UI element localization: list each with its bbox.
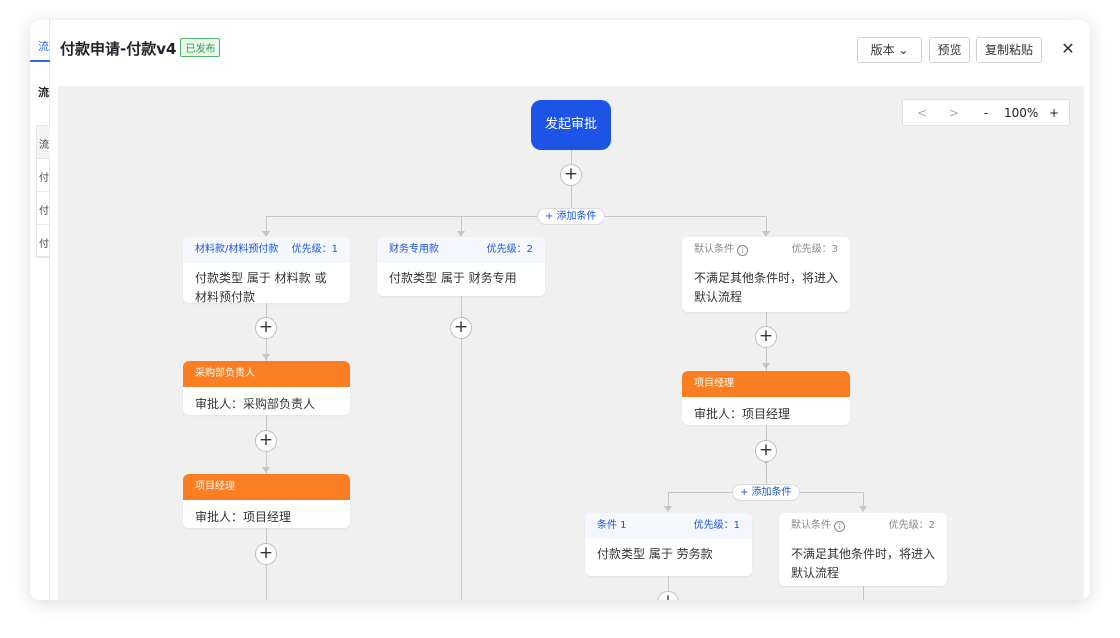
flow-canvas[interactable]: < > - 100% +: [58, 86, 1084, 600]
connector-line: [863, 586, 864, 600]
zoom-in-button[interactable]: +: [1049, 106, 1060, 120]
add-node-button[interactable]: +: [755, 440, 777, 462]
approver-card[interactable]: 项目经理 审批人：项目经理: [183, 474, 350, 528]
connector-line: [266, 216, 267, 231]
condition-card[interactable]: 条件 1 优先级：1 付款类型 属于 劳务款: [585, 513, 752, 576]
approver-title: 项目经理: [183, 474, 350, 500]
arrow-icon: [262, 354, 270, 360]
connector-line: [266, 216, 766, 217]
preview-button[interactable]: 预览: [929, 37, 970, 63]
arrow-icon: [262, 231, 270, 237]
condition-title: 条件 1: [597, 520, 627, 531]
connector-line: [766, 216, 767, 231]
priority-label: 优先级：2: [486, 244, 533, 255]
approver-title: 项目经理: [682, 371, 850, 397]
add-node-button[interactable]: +: [755, 326, 777, 348]
condition-header: 默认条件 i 优先级：2: [779, 513, 947, 539]
condition-text: 付款类型 属于 财务专用: [389, 271, 517, 285]
approver-title: 采购部负责人: [183, 361, 350, 387]
connector-line: [863, 492, 864, 506]
arrow-icon: [262, 467, 270, 473]
add-node-button[interactable]: +: [255, 543, 277, 565]
version-dropdown[interactable]: 版本 ⌄: [857, 37, 922, 63]
condition-card[interactable]: 材料款/材料预付款 优先级：1 付款类型 属于 材料款 或 材料预付款: [183, 237, 350, 303]
arrow-icon: [762, 231, 770, 237]
add-node-button[interactable]: +: [657, 591, 679, 600]
condition-card[interactable]: 财务专用款 优先级：2 付款类型 属于 财务专用: [377, 237, 545, 296]
zoom-level: 100%: [1004, 106, 1039, 120]
approver-text: 审批人：项目经理: [195, 510, 292, 524]
condition-text: 付款类型 属于 材料款 或 材料预付款: [195, 271, 327, 303]
condition-text: 付款类型 属于 劳务款: [597, 547, 713, 561]
zoom-out-button[interactable]: -: [984, 106, 989, 120]
table-row[interactable]: 付: [37, 159, 50, 192]
dialog-title-text: 付款申请-付款v4: [60, 40, 177, 58]
table-row[interactable]: 付: [37, 225, 50, 258]
priority-label: 优先级：1: [291, 244, 338, 255]
connector-line: [668, 492, 669, 506]
connector-line: [461, 296, 462, 600]
arrow-icon: [762, 459, 770, 465]
add-node-button[interactable]: +: [255, 430, 277, 452]
condition-title: 默认条件: [791, 520, 831, 531]
default-condition-card[interactable]: 默认条件 i 优先级：3 不满足其他条件时，将进入默认流程: [682, 237, 850, 312]
arrow-icon: [457, 231, 465, 237]
condition-header: 默认条件 i 优先级：3: [682, 237, 850, 263]
condition-title: 财务专用款: [389, 244, 439, 255]
add-node-button[interactable]: +: [560, 164, 582, 186]
add-node-button[interactable]: +: [255, 317, 277, 339]
info-icon[interactable]: i: [834, 521, 846, 532]
arrow-icon: [664, 506, 672, 512]
info-icon[interactable]: i: [737, 245, 749, 256]
approver-text: 审批人：采购部负责人: [195, 397, 316, 411]
zoom-control: < > - 100% +: [902, 99, 1070, 126]
background-page: 流 流 流 付 付 付: [30, 20, 50, 600]
connector-line: [461, 216, 462, 231]
copy-paste-button[interactable]: 复制粘贴: [976, 37, 1042, 63]
background-tab[interactable]: 流: [38, 40, 49, 53]
condition-text: 不满足其他条件时，将进入默认流程: [694, 271, 839, 304]
arrow-icon: [762, 363, 770, 369]
undo-button[interactable]: <: [917, 106, 928, 120]
approver-card[interactable]: 采购部负责人 审批人：采购部负责人: [183, 361, 350, 415]
background-heading: 流: [38, 86, 49, 99]
condition-title: 默认条件: [694, 244, 734, 255]
add-condition-button[interactable]: + 添加条件: [537, 208, 605, 225]
connector-line: [668, 576, 669, 600]
start-node[interactable]: 发起审批: [531, 100, 611, 150]
priority-label: 优先级：2: [888, 520, 935, 531]
condition-title: 材料款/材料预付款: [195, 244, 279, 255]
default-condition-card[interactable]: 默认条件 i 优先级：2 不满足其他条件时，将进入默认流程: [779, 513, 947, 586]
condition-header: 财务专用款 优先级：2: [377, 237, 545, 263]
table-row: 流: [37, 126, 50, 159]
background-table: 流 付 付 付: [36, 125, 50, 258]
add-condition-button[interactable]: + 添加条件: [732, 484, 800, 501]
redo-button[interactable]: >: [949, 106, 960, 120]
condition-header: 条件 1 优先级：1: [585, 513, 752, 539]
priority-label: 优先级：1: [693, 520, 740, 531]
approver-card[interactable]: 项目经理 审批人：项目经理: [682, 371, 850, 425]
condition-header: 材料款/材料预付款 优先级：1: [183, 237, 350, 263]
add-node-button[interactable]: +: [450, 317, 472, 339]
tab-underline: [30, 60, 50, 62]
approver-text: 审批人：项目经理: [694, 407, 791, 421]
close-icon[interactable]: ✕: [1061, 39, 1075, 58]
table-row[interactable]: 付: [37, 192, 50, 225]
arrow-icon: [859, 506, 867, 512]
status-badge: 已发布: [180, 38, 221, 57]
priority-label: 优先级：3: [791, 244, 838, 255]
condition-text: 不满足其他条件时，将进入默认流程: [791, 547, 936, 580]
